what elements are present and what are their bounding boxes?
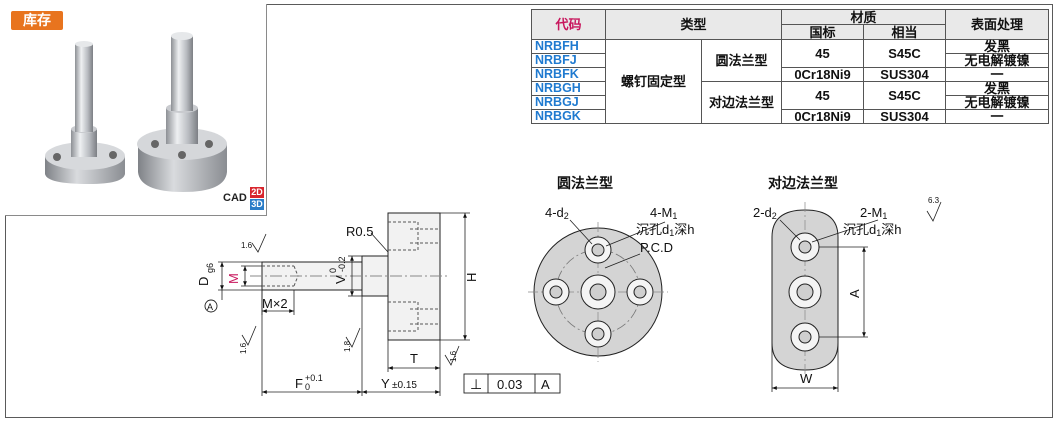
m-label: M xyxy=(226,273,241,284)
svg-text:4-d2: 4-d2 xyxy=(545,205,569,221)
code-cell: NRBGK xyxy=(531,109,606,124)
parallel-flange-pin-photo xyxy=(45,41,125,184)
svg-text:沉孔d1深h: 沉孔d1深h xyxy=(636,222,694,238)
round-thread-label: 4-M xyxy=(650,205,672,220)
pcd-label: P.C.D xyxy=(640,240,673,255)
side-view-dimensions xyxy=(218,212,470,396)
y-tol: ±0.15 xyxy=(392,380,417,391)
surface-cell: 一 xyxy=(945,109,1049,124)
datum-a-label: A xyxy=(207,302,213,312)
product-photo-panel: 库存 xyxy=(5,4,267,216)
surface-cell: 无电解镀镍 xyxy=(945,53,1049,68)
t-label: T xyxy=(410,351,418,366)
product-photo xyxy=(45,32,227,192)
code-cell: NRBGJ xyxy=(531,95,606,110)
header-code: 代码 xyxy=(531,9,606,40)
surface-cell: 一 xyxy=(945,67,1049,82)
f-tol-upper: +0.1 xyxy=(305,373,323,383)
f-label: F xyxy=(295,376,303,391)
g6-label: g6 xyxy=(205,263,215,273)
v-label: V xyxy=(333,275,348,284)
cad-3d-label[interactable]: 3D xyxy=(250,199,264,210)
r05-label: R0.5 xyxy=(346,224,373,239)
material-std-cell: 45 xyxy=(781,81,864,110)
round-hole-label: 4-d xyxy=(545,205,564,220)
roughness-marks xyxy=(241,201,942,366)
y-label: Y xyxy=(381,376,390,391)
material-eq-cell: SUS304 xyxy=(863,109,946,124)
surface-cell: 发黑 xyxy=(945,81,1049,96)
svg-text:4-M1: 4-M1 xyxy=(650,205,677,221)
material-eq-cell: SUS304 xyxy=(863,67,946,82)
parallel-flange-title: 对边法兰型 xyxy=(768,175,838,191)
mx2-label: M×2 xyxy=(262,296,288,311)
round-counterbore-label: 沉孔d xyxy=(636,222,669,237)
flange-type-cell: 圆法兰型 xyxy=(701,39,782,82)
perpendicularity-value: 0.03 xyxy=(497,377,522,392)
material-std-cell: 0Cr18Ni9 xyxy=(781,109,864,124)
cad-2d-label[interactable]: 2D xyxy=(250,187,264,198)
mount-type-cell: 螺钉固定型 xyxy=(605,39,702,124)
material-eq-cell: S45C xyxy=(863,81,946,110)
v-tol-upper: 0 xyxy=(328,268,338,273)
round-flange-title: 圆法兰型 xyxy=(557,175,613,191)
parallel-hole-label: 2-d xyxy=(753,205,772,220)
flange-type-cell: 对边法兰型 xyxy=(701,81,782,124)
code-cell: NRBFK xyxy=(531,67,606,82)
roughness-value-2: 1.6 xyxy=(239,342,248,354)
roughness-general: 6.3 xyxy=(928,196,940,205)
perpendicularity-frame xyxy=(463,373,561,394)
parallel-flange-view xyxy=(771,202,879,392)
perpendicularity-symbol: ⊥ xyxy=(470,376,482,392)
w-dim-label: W xyxy=(800,371,813,386)
h-label: H xyxy=(464,273,479,282)
stock-badge: 库存 xyxy=(11,11,63,30)
header-equivalent: 相当 xyxy=(863,24,946,40)
header-material: 材质 xyxy=(781,9,946,25)
spec-table: 代码 类型 材质 表面处理 国标 相当 NRBFH 螺钉固定型 圆法兰型 45 … xyxy=(531,9,1049,124)
header-standard: 国标 xyxy=(781,24,864,40)
roughness-value-3: 1.8 xyxy=(343,340,352,352)
roughness-value-1: 1.6 xyxy=(241,241,253,250)
f-tol-lower: 0 xyxy=(305,382,310,392)
datum-a-symbol xyxy=(204,299,218,313)
svg-text:2-M1: 2-M1 xyxy=(860,205,887,221)
cad-label: CAD xyxy=(223,192,247,204)
v-tol-lower: -0.2 xyxy=(337,256,347,272)
roughness-value-4: 1.6 xyxy=(449,350,458,362)
round-flange-view xyxy=(528,219,668,362)
parallel-counterbore-label: 沉孔d xyxy=(843,222,876,237)
cad-badge[interactable]: CAD 2D 3D xyxy=(223,187,269,211)
a-dim-label: A xyxy=(847,289,862,298)
material-std-cell: 45 xyxy=(781,39,864,68)
svg-text:沉孔d1深h: 沉孔d1深h xyxy=(843,222,901,238)
perpendicularity-datum: A xyxy=(541,377,550,392)
side-view xyxy=(250,212,450,341)
header-surface: 表面处理 xyxy=(945,9,1049,40)
parallel-thread-label: 2-M xyxy=(860,205,882,220)
d-label: D xyxy=(196,277,211,286)
round-flange-pin-photo xyxy=(137,32,227,192)
header-type: 类型 xyxy=(605,9,782,40)
svg-text:2-d2: 2-d2 xyxy=(753,205,777,221)
